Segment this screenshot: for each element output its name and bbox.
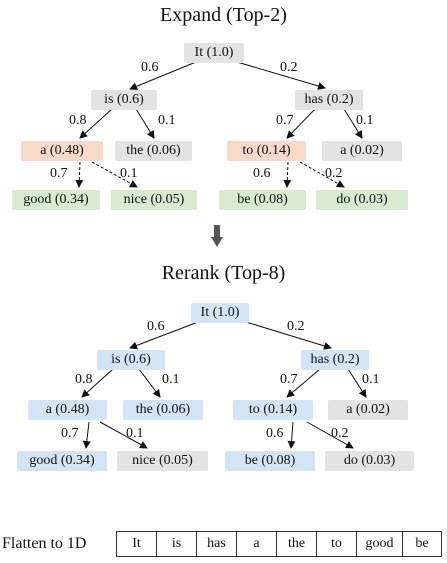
expand-edge-root-has xyxy=(236,61,326,90)
flatten-cell-6: to xyxy=(317,532,357,556)
expand-edge-label-to-do: 0.2 xyxy=(325,166,343,181)
expand-node-a: a (0.48) xyxy=(21,141,103,161)
rerank-edge-label-a-nice: 0.1 xyxy=(126,426,144,441)
rerank-edge-root-is xyxy=(129,321,199,350)
rerank-node-nice: nice (0.05) xyxy=(117,451,208,471)
rerank-edge-label-has-a: 0.1 xyxy=(362,372,380,387)
expand-edge-label-root-has: 0.2 xyxy=(280,60,298,75)
flatten-cell-2: is xyxy=(157,532,197,556)
expand-edge-label-has-a: 0.1 xyxy=(356,113,374,128)
flatten-cell-7: good xyxy=(357,532,403,556)
expand-edge-label-has-to: 0.7 xyxy=(276,113,294,128)
flatten-cell-8: be xyxy=(403,532,442,556)
rerank-node-to: to (0.14) xyxy=(233,400,313,420)
flatten-label: Flatten to 1D xyxy=(2,535,87,552)
expand-node-a2: a (0.02) xyxy=(322,141,402,161)
expand-edge-label-is-a: 0.8 xyxy=(69,113,87,128)
rerank-edge-has-to xyxy=(286,368,321,398)
expand-title: Expand (Top-2) xyxy=(160,4,287,26)
rerank-node-be: be (0.08) xyxy=(225,451,315,471)
rerank-edge-a-nice xyxy=(99,421,148,449)
rerank-edge-to-do xyxy=(306,421,354,449)
rerank-node-good: good (0.34) xyxy=(17,451,107,471)
rerank-edge-label-root-is: 0.6 xyxy=(147,319,165,334)
expand-edge-root-is xyxy=(129,61,197,91)
flatten-sequence: It is has a the to good be xyxy=(116,531,442,557)
expand-edge-to-be xyxy=(283,161,292,188)
expand-node-good: good (0.34) xyxy=(12,190,100,210)
rerank-edge-root-has xyxy=(245,321,332,350)
rerank-node-is: is (0.6) xyxy=(97,350,165,370)
rerank-title: Rerank (Top-8) xyxy=(161,262,286,284)
rerank-node-has: has (0.2) xyxy=(301,350,369,370)
expand-node-to: to (0.14) xyxy=(227,141,306,161)
rerank-edge-a-good xyxy=(82,421,91,449)
expand-edge-has-a xyxy=(343,108,363,139)
rerank-node-a2: a (0.02) xyxy=(328,400,408,420)
rerank-edge-label-has-to: 0.7 xyxy=(280,372,298,387)
expand-edge-has-to xyxy=(286,108,316,139)
flatten-cell-5: the xyxy=(277,532,317,556)
rerank-edge-to-be xyxy=(287,421,296,449)
expand-edge-a-good xyxy=(75,161,84,188)
rerank-edge-label-to-be: 0.6 xyxy=(266,426,284,441)
expand-node-be: be (0.08) xyxy=(219,190,306,210)
down-arrow-icon xyxy=(211,225,223,247)
expand-node-nice: nice (0.05) xyxy=(111,190,197,210)
flatten-cell-3: has xyxy=(197,532,237,556)
rerank-node-a: a (0.48) xyxy=(28,400,107,420)
rerank-edge-label-is-a: 0.8 xyxy=(75,372,93,387)
expand-edge-a-nice xyxy=(91,161,138,188)
flatten-cell-4: a xyxy=(237,532,277,556)
expand-edge-label-a-nice: 0.1 xyxy=(120,166,138,181)
expand-edge-label-a-good: 0.7 xyxy=(50,166,68,181)
expand-edge-label-root-is: 0.6 xyxy=(141,60,159,75)
expand-node-root: It (1.0) xyxy=(184,43,244,63)
expand-node-the: the (0.06) xyxy=(115,141,192,161)
rerank-node-do: do (0.03) xyxy=(325,451,414,471)
expand-edge-label-to-be: 0.6 xyxy=(253,166,271,181)
rerank-edge-label-a-good: 0.7 xyxy=(61,426,79,441)
expand-node-has: has (0.2) xyxy=(295,90,363,110)
rerank-node-the: the (0.06) xyxy=(123,400,203,420)
rerank-edge-label-to-do: 0.2 xyxy=(331,426,349,441)
expand-edge-to-do xyxy=(299,161,345,188)
rerank-edge-label-root-has: 0.2 xyxy=(287,319,305,334)
expand-edge-is-the xyxy=(135,108,155,139)
rerank-edge-has-a xyxy=(347,368,367,398)
rerank-node-root: It (1.0) xyxy=(191,303,249,323)
expand-edge-is-a xyxy=(79,108,113,139)
rerank-edge-label-is-the: 0.1 xyxy=(162,372,180,387)
expand-edge-label-is-the: 0.1 xyxy=(158,113,176,128)
expand-node-do: do (0.03) xyxy=(316,190,408,210)
flatten-cell-1: It xyxy=(117,532,157,556)
expand-node-is: is (0.6) xyxy=(91,90,157,110)
rerank-edge-is-the xyxy=(138,368,161,398)
rerank-edge-is-a xyxy=(81,368,114,398)
